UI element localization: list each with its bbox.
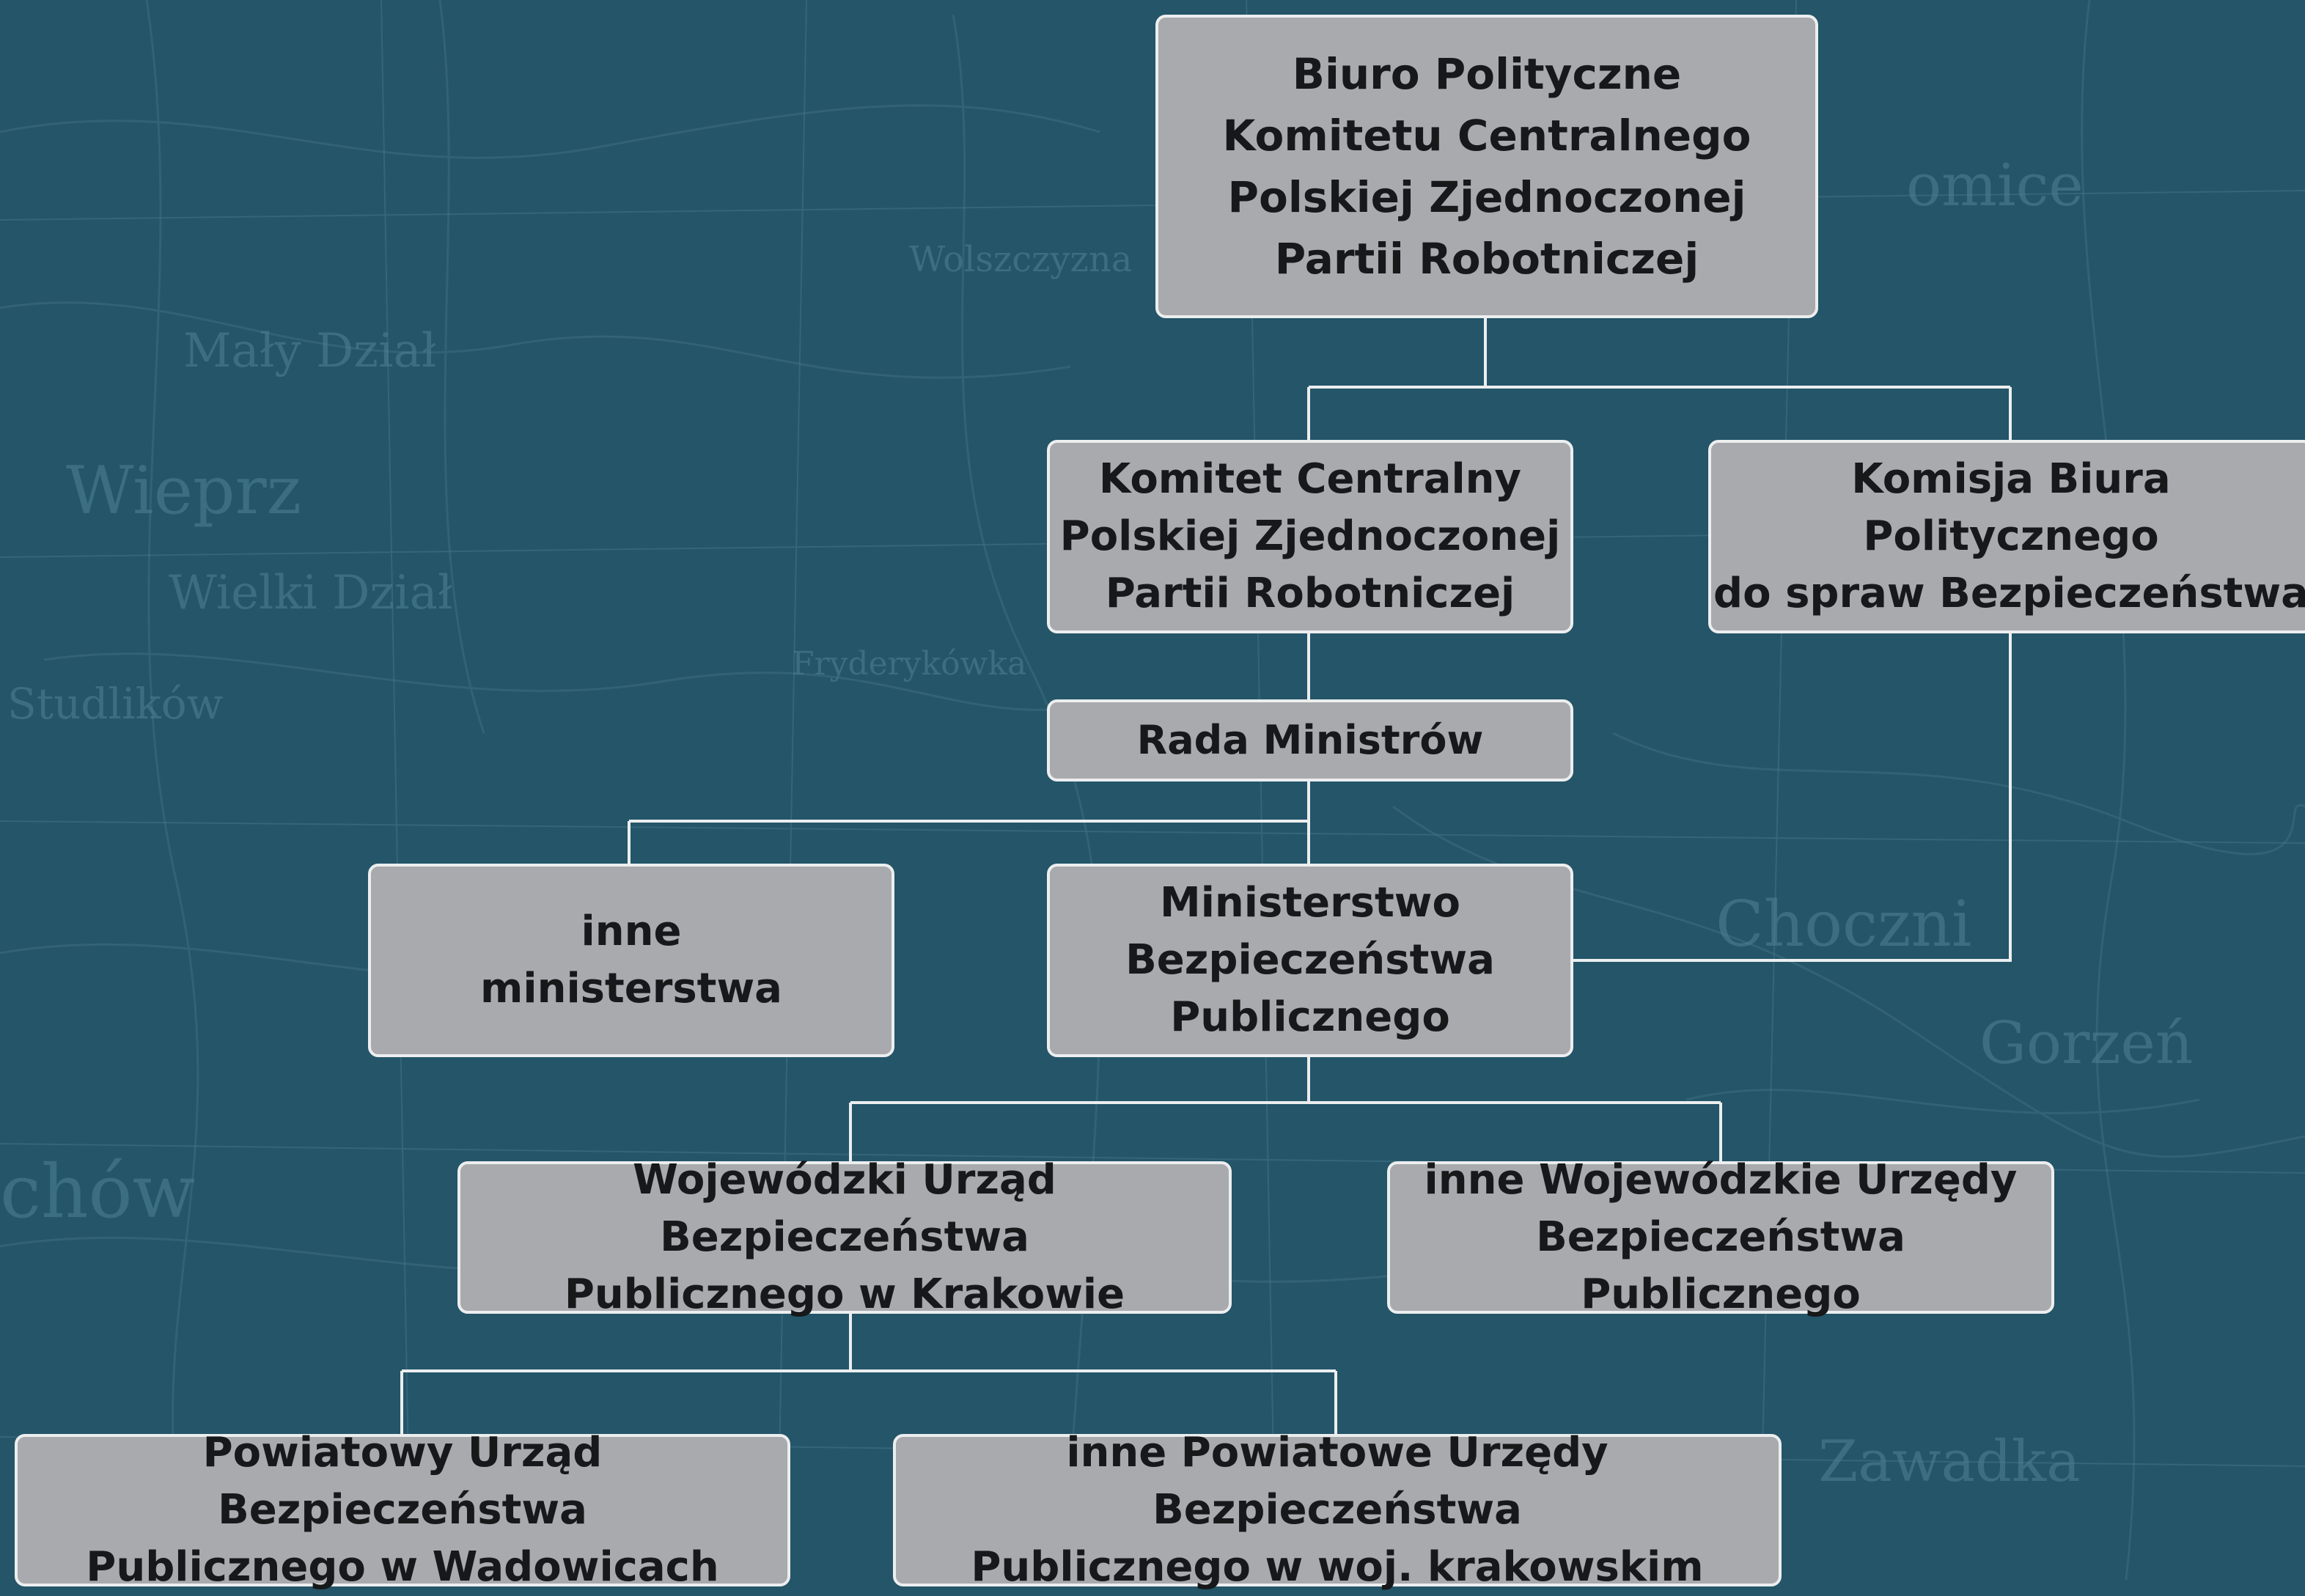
node-line: inne Powiatowe Urzędy Bezpieczeństwa <box>1066 1429 1609 1534</box>
node-line: Polskiej Zjednoczonej <box>1059 512 1561 560</box>
node-line: Polskiej Zjednoczonej <box>1227 172 1746 222</box>
node-line: Publicznego w Wadowicach <box>86 1543 719 1591</box>
node-inne-ministerstwa: inne ministerstwa <box>368 864 894 1057</box>
svg-text:Fryderykówka: Fryderykówka <box>792 645 1026 683</box>
node-line: Partii Robotniczej <box>1274 234 1699 284</box>
node-line: Rada Ministrów <box>1136 717 1484 763</box>
node-line: Komisja Biura Politycznego <box>1851 455 2171 560</box>
node-biuro-polityczne: Biuro Polityczne Komitetu Centralnego Po… <box>1155 15 1818 318</box>
node-rada-ministrow: Rada Ministrów <box>1047 699 1573 782</box>
node-wubp-krakow: Wojewódzki Urząd Bezpieczeństwa Publiczn… <box>457 1156 1232 1318</box>
connector-rada-branch <box>628 780 1310 865</box>
node-line: inne Wojewódzkie Urzędy <box>1424 1156 2018 1204</box>
svg-text:Zawadka: Zawadka <box>1818 1429 2081 1495</box>
node-line: do spraw Bezpieczeństwa <box>1713 570 2305 617</box>
svg-text:omice: omice <box>1906 151 2084 219</box>
node-ministerstwo-bp: Ministerstwo Bezpieczeństwa Publicznego <box>1047 864 1573 1057</box>
node-inne-wubp: inne Wojewódzkie Urzędy Bezpieczeństwa P… <box>1387 1156 2054 1318</box>
node-line: Biuro Polityczne <box>1292 49 1682 99</box>
node-line: Publicznego w woj. krakowskim <box>971 1543 1704 1591</box>
svg-text:Studlików: Studlików <box>7 679 223 729</box>
node-line: Wojewódzki Urząd Bezpieczeństwa <box>633 1156 1056 1261</box>
svg-text:Wolszczyzna: Wolszczyzna <box>909 239 1132 280</box>
svg-text:Choczni: Choczni <box>1716 888 1971 961</box>
node-line: Komitet Centralny <box>1098 455 1522 503</box>
node-line: Bezpieczeństwa <box>1125 936 1495 984</box>
node-line: Partii Robotniczej <box>1105 570 1515 617</box>
svg-text:Gorzeń: Gorzeń <box>1979 1009 2193 1077</box>
connector-wubp-branch <box>400 1312 1337 1435</box>
node-komisja-biura: Komisja Biura Politycznego do spraw Bezp… <box>1708 440 2305 633</box>
svg-text:chów: chów <box>0 1149 195 1235</box>
connector-komisja-mbp <box>1573 632 2012 962</box>
node-line: Publicznego w Krakowie <box>564 1270 1125 1318</box>
node-komitet-centralny: Komitet Centralny Polskiej Zjednoczonej … <box>1047 440 1573 633</box>
node-inne-pubp: inne Powiatowe Urzędy Bezpieczeństwa Pub… <box>893 1429 1782 1591</box>
svg-text:Mały Dział: Mały Dział <box>183 324 436 378</box>
node-line: Publicznego <box>1170 993 1450 1041</box>
node-line: ministerstwa <box>480 965 782 1012</box>
svg-text:Wielki Dział: Wielki Dział <box>169 566 452 620</box>
node-line: inne <box>581 908 682 955</box>
connector-mbp-branch <box>849 1056 1722 1163</box>
connector-biuro-branch <box>1307 317 2012 441</box>
node-line: Komitetu Centralnego <box>1222 111 1751 161</box>
node-line: Bezpieczeństwa Publicznego <box>1536 1213 1905 1318</box>
node-line: Powiatowy Urząd Bezpieczeństwa <box>202 1429 603 1534</box>
svg-text:Wieprz: Wieprz <box>66 452 301 529</box>
node-line: Ministerstwo <box>1160 879 1460 927</box>
node-pubp-wadowice: Powiatowy Urząd Bezpieczeństwa Publiczne… <box>15 1429 790 1591</box>
